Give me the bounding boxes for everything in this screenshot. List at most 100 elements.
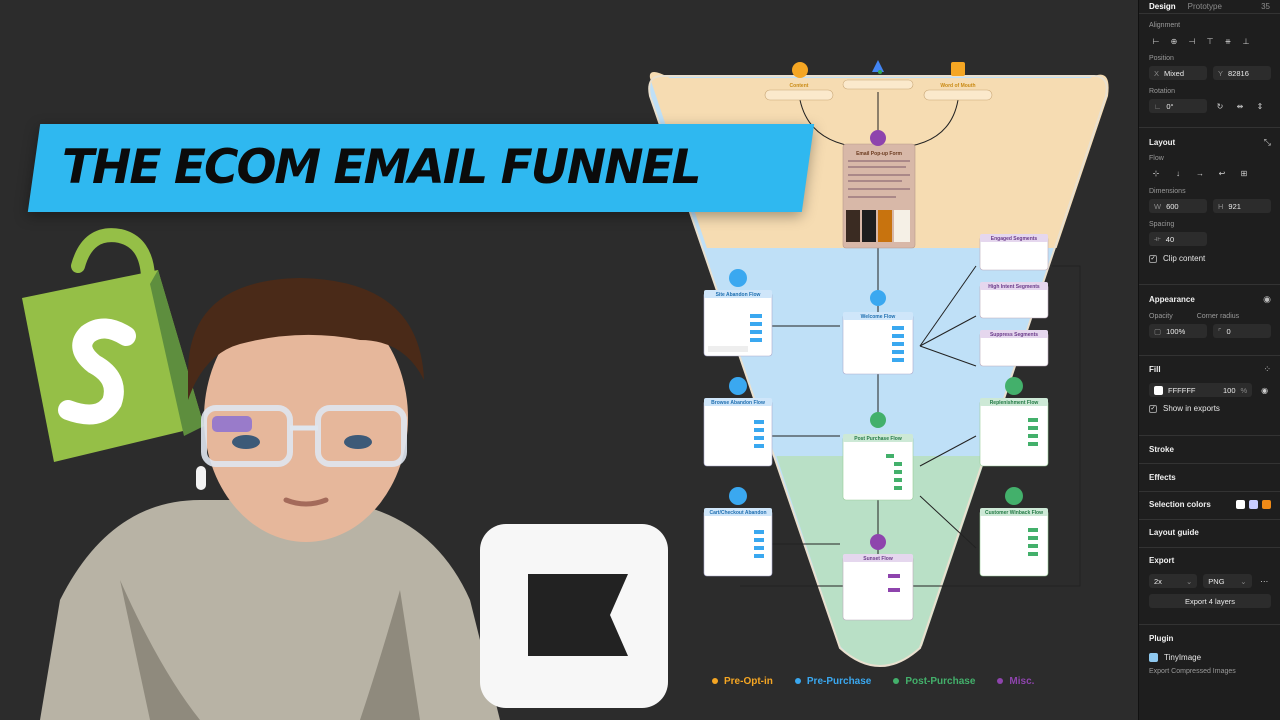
effects-section[interactable]: Effects — [1139, 473, 1280, 482]
flow-cart-abandon-label: Cart/Checkout Abandon — [709, 510, 766, 516]
tab-prototype[interactable]: Prototype — [1187, 2, 1222, 11]
align-bottom-icon[interactable]: ⊥ — [1242, 36, 1250, 46]
export-section: Export 2x ⌄ PNG ⌄ ⋯ Export 4 layers — [1139, 556, 1280, 608]
w-value: 600 — [1166, 201, 1179, 211]
clip-content-label: Clip content — [1163, 254, 1206, 263]
dimensions-label: Dimensions — [1149, 188, 1186, 195]
y-value: 82816 — [1228, 68, 1249, 78]
stroke-section[interactable]: Stroke — [1139, 445, 1280, 454]
flow-freeform-icon[interactable]: ⊹ — [1152, 168, 1160, 178]
funnel-legend: Pre-Opt-in Pre-Purchase Post-Purchase Mi… — [712, 672, 1034, 690]
flow-replenishment-label: Replenishment Flow — [990, 400, 1039, 406]
engaged-segments-card — [979, 234, 1049, 271]
spacing-value: 40 — [1165, 234, 1175, 244]
segment-high-intent-label: High Intent Segments — [988, 284, 1040, 290]
opacity-field[interactable]: ▢ 100% — [1149, 324, 1207, 338]
show-in-exports-checkbox[interactable]: ✓ — [1149, 404, 1157, 413]
selection-colors-section: Selection colors — [1139, 500, 1280, 509]
align-right-icon[interactable]: ⊣ — [1188, 36, 1196, 46]
align-left-icon[interactable]: ⊢ — [1152, 36, 1160, 46]
clip-content-checkbox[interactable]: ✓ — [1149, 254, 1157, 263]
align-top-icon[interactable]: ⊤ — [1206, 36, 1214, 46]
flip-v-icon[interactable]: ⇕ — [1256, 101, 1264, 111]
export-format-select[interactable]: PNG ⌄ — [1203, 574, 1252, 588]
word-of-mouth-icon — [951, 62, 965, 76]
spacing-field[interactable]: ⟛ 40 — [1149, 232, 1207, 246]
h-key: H — [1218, 201, 1224, 211]
plugin-subtitle[interactable]: Export Compressed Images — [1149, 668, 1236, 675]
more-options-icon[interactable]: ⋯ — [1260, 576, 1269, 586]
flow-label: Flow — [1149, 155, 1164, 162]
plugin-section: Plugin TinyImage Export Compressed Image… — [1139, 634, 1280, 675]
alignment-section: Alignment ⊢ ⊕ ⊣ ⊤ ⧺ ⊥ — [1139, 22, 1280, 48]
height-field[interactable]: H 921 — [1213, 199, 1271, 213]
fill-styles-icon[interactable]: ⁘ — [1263, 364, 1271, 374]
appearance-section: Appearance ◉ Opacity Corner radius ▢ 100… — [1139, 294, 1280, 338]
fill-swatch[interactable] — [1154, 385, 1163, 395]
h-value: 921 — [1228, 201, 1241, 211]
plugin-name[interactable]: TinyImage — [1164, 653, 1202, 662]
flow-wrap-icon[interactable]: ↩ — [1218, 168, 1226, 178]
selection-colors-title: Selection colors — [1149, 500, 1211, 509]
flow-grid-icon[interactable]: ⊞ — [1240, 168, 1248, 178]
flow-vertical-icon[interactable]: ↓ — [1176, 168, 1180, 178]
legend-label: Post-Purchase — [905, 675, 976, 687]
position-section: Position X Mixed Y 82816 — [1139, 55, 1280, 80]
position-x-field[interactable]: X Mixed — [1149, 66, 1207, 80]
google-ads-icon — [872, 60, 884, 74]
legend-label: Misc. — [1009, 675, 1035, 687]
plugin-title: Plugin — [1149, 634, 1174, 643]
opacity-label: Opacity — [1149, 313, 1173, 320]
winback-card — [979, 487, 1049, 577]
flow-winback-label: Customer Winback Flow — [985, 510, 1043, 516]
legend-dot — [997, 678, 1004, 684]
w-key: W — [1154, 201, 1162, 211]
flow-horizontal-icon[interactable]: → — [1196, 168, 1204, 178]
fill-color-field[interactable]: FFFFFF 100 % — [1149, 383, 1253, 397]
rotation-angle-icon: ∟ — [1154, 101, 1162, 111]
selection-color-white[interactable] — [1236, 500, 1245, 509]
rotation-field[interactable]: ∟ 0° — [1149, 99, 1207, 113]
fill-pct: % — [1240, 385, 1248, 395]
legend-item-post-purchase: Post-Purchase — [893, 672, 975, 690]
export-title: Export — [1149, 556, 1175, 565]
rotate-icon[interactable]: ↻ — [1216, 101, 1224, 111]
email-funnel-diagram: Content Word of Mouth Email Pop-up Form … — [648, 60, 1109, 667]
fill-hex-value: FFFFFF — [1168, 385, 1196, 395]
position-y-field[interactable]: Y 82816 — [1213, 66, 1271, 80]
fill-visibility-icon[interactable]: ◉ — [1261, 385, 1269, 395]
zoom-readout[interactable]: 35 — [1261, 2, 1270, 11]
flip-h-icon[interactable]: ⇹ — [1236, 101, 1244, 111]
rotation-value: 0° — [1166, 101, 1174, 111]
panel-tabs: Design Prototype 35 — [1139, 0, 1280, 14]
align-center-h-icon[interactable]: ⊕ — [1170, 36, 1178, 46]
legend-dot — [893, 678, 900, 684]
visibility-eye-icon[interactable]: ◉ — [1263, 294, 1271, 304]
fill-opacity-value: 100 — [1223, 385, 1236, 395]
align-middle-v-icon[interactable]: ⧺ — [1224, 36, 1232, 46]
corner-radius-value: 0 — [1226, 326, 1231, 336]
legend-dot — [712, 678, 718, 684]
design-canvas[interactable]: Content Word of Mouth Email Pop-up Form … — [0, 0, 1138, 720]
export-layers-button[interactable]: Export 4 layers — [1149, 594, 1271, 608]
selection-color-orange[interactable] — [1262, 500, 1271, 509]
segment-suppress-label: Suppress Segments — [990, 332, 1038, 338]
selection-color-lavender[interactable] — [1249, 500, 1258, 509]
tab-design[interactable]: Design — [1149, 2, 1176, 11]
welcome-flow-card — [842, 290, 914, 375]
width-field[interactable]: W 600 — [1149, 199, 1207, 213]
alignment-label: Alignment — [1149, 22, 1181, 29]
layout-guide-title: Layout guide — [1149, 528, 1199, 537]
klaviyo-logo-tile — [480, 524, 668, 708]
layout-collapse-icon[interactable]: ⤡ — [1263, 137, 1271, 147]
export-scale-select[interactable]: 2x ⌄ — [1149, 574, 1198, 588]
entry-label: Email Pop-up Form — [856, 151, 902, 157]
x-key: X — [1154, 68, 1160, 78]
corner-radius-icon: ⌜ — [1218, 326, 1222, 336]
chevron-down-icon: ⌄ — [1186, 576, 1193, 586]
y-key: Y — [1218, 68, 1224, 78]
corner-radius-field[interactable]: ⌜ 0 — [1213, 324, 1271, 338]
opacity-value: 100% — [1166, 326, 1186, 336]
layout-guide-section[interactable]: Layout guide — [1139, 528, 1280, 537]
flow-site-abandon-label: Site Abandon Flow — [716, 292, 761, 298]
